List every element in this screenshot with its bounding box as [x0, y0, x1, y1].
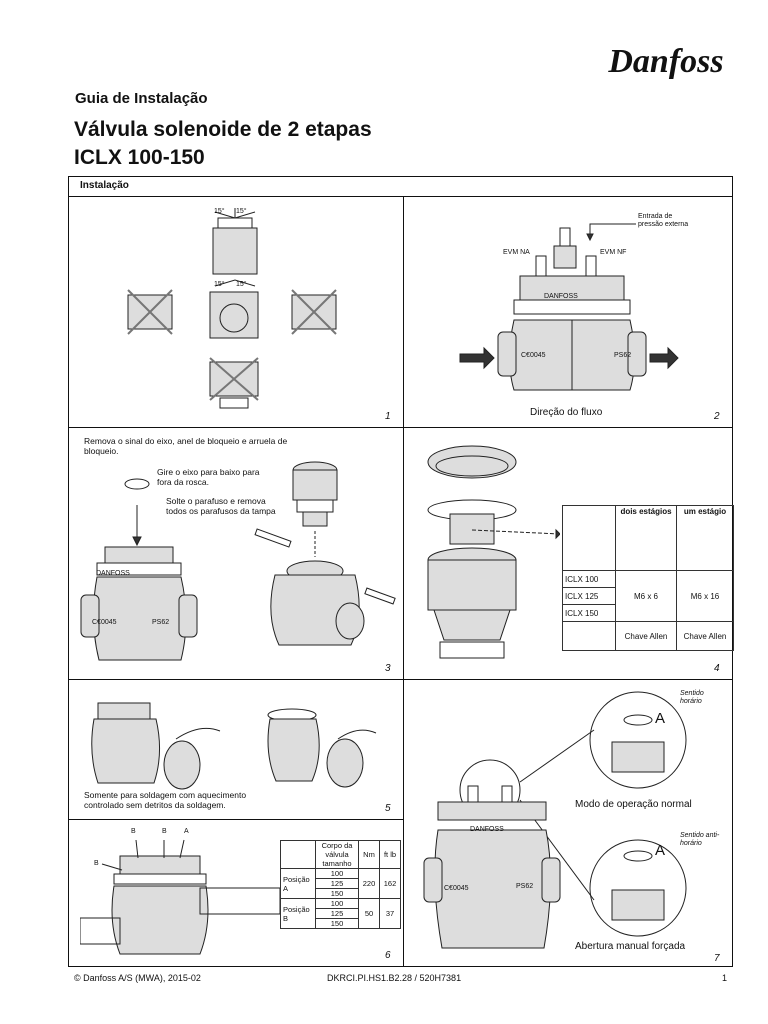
page-title: Válvula solenoide de 2 etapas: [74, 118, 372, 141]
ce-mark: C€0045: [444, 885, 469, 892]
panel-number: 7: [714, 953, 720, 964]
position-b-label: B: [131, 828, 136, 835]
tool-one-stage: Chave Allen: [676, 621, 734, 651]
angle-label: 15°: [236, 281, 247, 288]
nm-a: 220: [358, 868, 380, 899]
two-stage-bolt: M6 x 6: [615, 570, 677, 622]
letter-a: A: [655, 710, 666, 727]
danfoss-logo: Danfoss: [607, 43, 723, 80]
nm-b: 50: [358, 898, 380, 929]
bolt-position-diagram: [80, 839, 280, 955]
welding-diagram: [91, 702, 377, 790]
one-stage-bolt: M6 x 16: [676, 570, 734, 622]
angle-label: 15°: [214, 208, 225, 215]
panel-number: 6: [385, 950, 391, 961]
footer-page: 1: [722, 973, 728, 983]
ps-mark: PS62: [152, 619, 170, 626]
ps-mark: PS62: [614, 352, 632, 359]
ps-mark: PS62: [516, 883, 534, 890]
brand-plate: DANFOSS: [96, 570, 130, 577]
ce-mark: C€0045: [92, 619, 117, 626]
valve-flow-diagram: [459, 223, 679, 391]
normal-mode-label: Modo de operação normal: [575, 799, 692, 810]
panel-number: 4: [714, 663, 720, 674]
header-ftlb: ft lb: [379, 840, 401, 869]
size: 150: [315, 888, 359, 899]
counter-clockwise-label: Sentido anti-horário: [680, 832, 720, 847]
external-pressure-label: Entrada de pressão externa: [638, 213, 689, 228]
divider: [68, 679, 732, 680]
position-a: Posição A: [280, 868, 316, 899]
brand-plate: DANFOSS: [470, 826, 504, 833]
brand-plate: DANFOSS: [544, 293, 578, 300]
turn-instruction: Gire o eixo para baixo para fora da rosc…: [157, 467, 260, 487]
page-subtitle: ICLX 100-150: [74, 146, 205, 169]
angle-label: 15°: [214, 281, 225, 288]
remove-instruction: Remova o sinal do eixo, anel de bloqueio…: [84, 436, 288, 456]
divider: [68, 819, 403, 820]
exploded-cartridge-diagram: [427, 445, 560, 659]
col-two-stage: dois estágios: [615, 505, 677, 571]
tool-two-stage: Chave Allen: [615, 621, 677, 651]
size: 100: [315, 898, 359, 909]
guide-title: Guia de Instalação: [75, 90, 208, 107]
evm-nf-label: EVM NF: [600, 249, 627, 256]
position-b-label: B: [94, 860, 99, 867]
footer-doc-code: DKRCI.PI.HS1.B2.28 / 520H7381: [327, 973, 462, 983]
section-label: Instalação: [80, 180, 129, 191]
torque-table: Corpo da válvula tamanho Nm ft lb Posiçã…: [280, 840, 401, 929]
bolt-table: dois estágios um estágio ICLX 100 M6 x 6…: [562, 505, 734, 651]
divider: [403, 196, 404, 966]
size: 125: [315, 878, 359, 889]
header-body-size: Corpo da válvula tamanho: [315, 840, 359, 869]
letter-a: A: [655, 842, 666, 859]
welding-note: Somente para soldagem com aquecimento co…: [84, 790, 247, 810]
row-model: ICLX 125: [562, 587, 616, 605]
flow-direction-label: Direção do fluxo: [530, 407, 603, 418]
ftlb-b: 37: [379, 898, 401, 929]
ce-mark: C€0045: [521, 352, 546, 359]
header-nm: Nm: [358, 840, 380, 869]
clockwise-label: Sentido horário: [680, 690, 704, 705]
manual-opening-label: Abertura manual forçada: [575, 941, 686, 952]
angle-label: 15°: [236, 208, 247, 215]
loosen-instruction: Solte o parafuso e remova todos os paraf…: [166, 496, 276, 516]
panel-number: 1: [385, 411, 391, 422]
ftlb-a: 162: [379, 868, 401, 899]
footer-copyright: © Danfoss A/S (MWA), 2015-02: [74, 973, 201, 983]
panel-number: 2: [714, 411, 720, 422]
size: 125: [315, 908, 359, 919]
divider: [68, 196, 732, 197]
size: 100: [315, 868, 359, 879]
row-model: ICLX 150: [562, 604, 616, 622]
divider: [68, 427, 732, 428]
position-a-label: A: [184, 828, 189, 835]
position-b: Posição B: [280, 898, 316, 929]
panel-number: 5: [385, 803, 391, 814]
disassembly-diagram: [80, 461, 396, 661]
manual-operation-diagram: [423, 691, 687, 949]
danfoss-logo-text: Danfoss: [607, 43, 723, 80]
col-one-stage: um estágio: [676, 505, 734, 571]
position-b-label: B: [162, 828, 167, 835]
evm-na-label: EVM NA: [503, 249, 530, 256]
size: 150: [315, 918, 359, 929]
orientation-diagram: [127, 208, 337, 409]
row-model: ICLX 100: [562, 570, 616, 588]
panel-number: 3: [385, 663, 391, 674]
